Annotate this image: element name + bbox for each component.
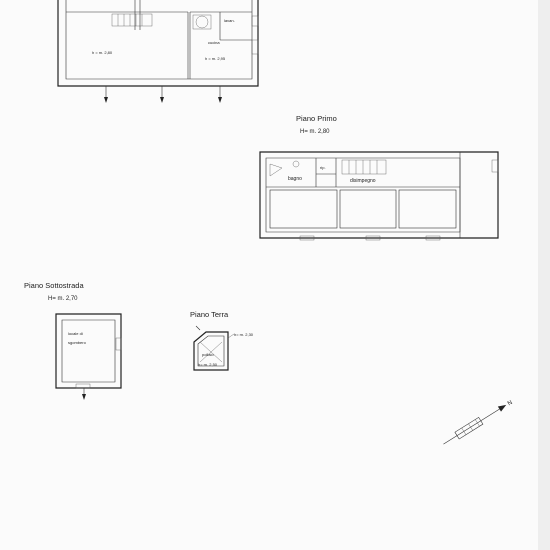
- piano-terra-title: Piano Terra: [190, 310, 229, 319]
- north-arrow: N: [443, 400, 514, 445]
- top-room-lavan-label: lavan.: [224, 18, 235, 23]
- piano-sottostrada-title: Piano Sottostrada: [24, 281, 84, 290]
- terra-height-label: h= m. 2,50: [198, 362, 218, 367]
- primo-room-rip-label: rip.: [320, 165, 326, 170]
- page-edge-shadow: [538, 0, 550, 550]
- terra-room-pollaio-label: pollaio: [202, 352, 214, 357]
- top-room-left-height-label: h = m. 2,80: [92, 50, 113, 55]
- primo-room-disimpegno-label: disimpegno: [350, 178, 376, 184]
- north-arrow-label: N: [507, 400, 514, 407]
- top-section-markers: [104, 86, 222, 103]
- piano-primo-plan: bagno rip. disimpegno: [259, 151, 499, 241]
- piano-terra-plan: pollaio h= m. 2,50 h= m. 2,30: [193, 325, 254, 371]
- top-floor-plan: lavan. cucina h = m. 2,80 h = m. 2,95: [57, 0, 259, 103]
- top-room-right-height-label: h = m. 2,95: [205, 56, 226, 61]
- primo-room-bagno-label: bagno: [288, 176, 302, 182]
- sottostrada-room-label-line2: sgombero: [68, 340, 87, 345]
- piano-primo-title: Piano Primo: [296, 114, 337, 123]
- piano-primo-height: H= m. 2,80: [300, 129, 330, 135]
- terra-side-height-label: h= m. 2,30: [234, 332, 254, 337]
- top-room-cucina-label: cucina: [208, 40, 220, 45]
- sottostrada-room-label-line1: locale di: [68, 331, 83, 336]
- piano-sottostrada-height: H= m. 2,70: [48, 296, 78, 302]
- piano-sottostrada-plan: locale di sgombero: [55, 313, 122, 400]
